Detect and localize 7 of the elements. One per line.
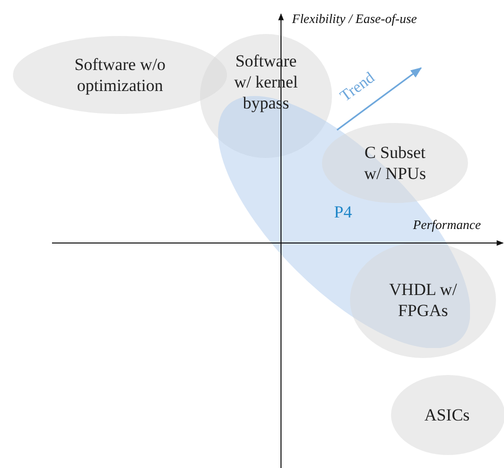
axis-label: Performance — [413, 217, 481, 233]
axis-label: Flexibility / Ease-of-use — [292, 11, 417, 27]
category-label: ASICs — [423, 404, 471, 426]
category-label: Software w/o optimization — [73, 54, 167, 96]
category-label: VHDL w/ FPGAs — [388, 279, 458, 321]
category-label: C Subset w/ NPUs — [363, 142, 427, 184]
category-label: P4 — [333, 201, 353, 222]
